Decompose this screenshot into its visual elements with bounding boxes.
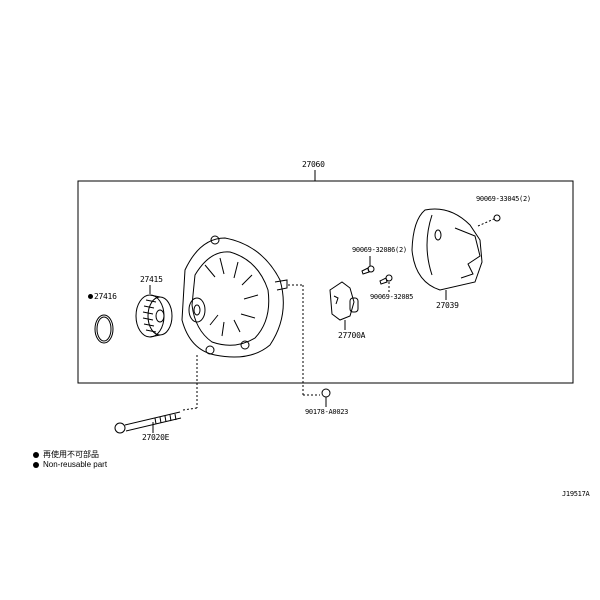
bullet-icon [33,451,39,458]
label-bolt-b: 90069-32085 [370,293,414,301]
o-ring-inner [96,316,112,342]
pulley [135,294,173,338]
label-ring-text: 27416 [94,292,117,301]
legend-japanese: 再使用不可部品 [33,449,99,460]
bolt-dash-h [182,407,198,411]
label-bolt-a: 90069-32086(2) [352,246,407,254]
legend-english-text: Non-reusable part [43,460,108,469]
label-through-bolt: 27020E [142,433,170,442]
legend-japanese-text: 再使用不可部品 [43,450,99,459]
regulator [329,281,359,321]
alternator [181,235,288,358]
label-regulator: 27700A [338,331,366,340]
rear-cover [411,208,483,291]
bolt-b [379,274,393,285]
label-rear-cover: 27039 [436,301,459,310]
cover-bolt [493,214,501,222]
nonreusable-bullet-icon [88,294,93,299]
nut [321,388,331,398]
assembly-frame [77,180,574,384]
o-ring [94,314,114,344]
label-ring: 27416 [88,292,117,301]
label-bolt-cover: 90069-33045(2) [476,195,531,203]
figure-code: J19517A [562,490,590,498]
label-pulley: 27415 [140,275,163,284]
bullet-icon [33,461,39,468]
label-nut: 90178-A0023 [305,408,349,416]
legend-english: Non-reusable part [33,460,107,469]
bolt-a [361,265,375,275]
cover-bolt-leader [477,218,495,227]
assembly-label: 27060 [302,160,325,169]
through-bolt [114,411,182,434]
